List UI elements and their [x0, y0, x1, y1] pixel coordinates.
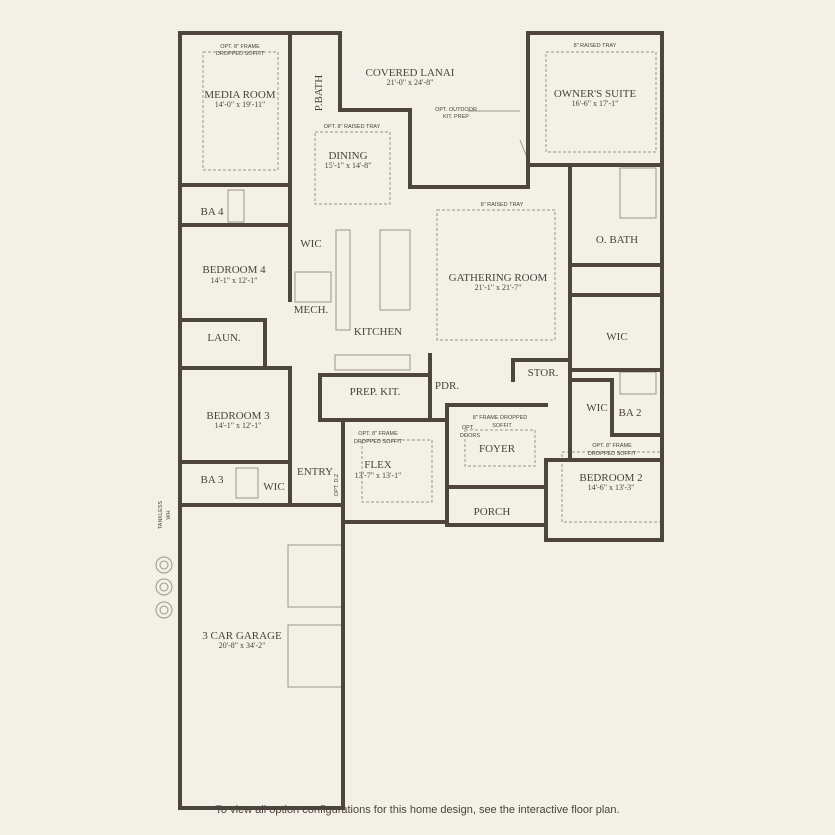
- flex-label: FLEX: [364, 459, 392, 471]
- bedroom2-note: DROPPED SOFFIT: [588, 451, 637, 457]
- lanai-note: KIT. PREP: [443, 114, 469, 120]
- garage-dim: 20'-8" x 34'-2": [219, 641, 266, 650]
- powder-label: PDR.: [435, 380, 459, 392]
- laundry-label: LAUN.: [207, 332, 241, 344]
- prep-kitchen-label: PREP. KIT.: [350, 386, 401, 398]
- foyer-opt: OPT.: [462, 425, 475, 431]
- ba4-label: BA 4: [201, 206, 224, 218]
- pbath-label: P.BATH: [313, 75, 325, 111]
- lanai-dim: 21'-0" x 24'-8": [387, 78, 434, 87]
- ba3-label: BA 3: [201, 474, 224, 486]
- flex-dim: 13'-7" x 13'-1": [355, 471, 402, 480]
- media-room-dim: 14'-0" x 19'-11": [215, 100, 265, 109]
- bedroom2-label: BEDROOM 2: [579, 472, 642, 484]
- wic3-label: WIC: [263, 481, 284, 493]
- bedroom3-label: BEDROOM 3: [206, 410, 270, 422]
- floor-plan-caption: To view all option configurations for th…: [215, 804, 620, 816]
- bedroom4-dim: 14'-1" x 12'-1": [211, 276, 258, 285]
- wic-label: WIC: [300, 238, 321, 250]
- obath-label: O. BATH: [596, 234, 638, 246]
- gathering-room-dim: 21'-1" x 21'-7": [475, 283, 522, 292]
- tankless-wh-label: WH: [166, 510, 172, 519]
- lanai-label: COVERED LANAI: [366, 67, 455, 79]
- ba2-label: BA 2: [619, 407, 642, 419]
- owner-suite-dim: 16'-6" x 17'-1": [572, 99, 619, 108]
- owner-suite-label: OWNER'S SUITE: [554, 88, 637, 100]
- garage-label: 3 CAR GARAGE: [202, 630, 282, 642]
- foyer-label: FOYER: [479, 443, 516, 455]
- fixtures-and-soffits: [155, 51, 663, 688]
- media-note: OPT. 8" FRAME: [220, 44, 260, 50]
- foyer-note: 8" FRAME DROPPED: [473, 415, 528, 421]
- media-room-label: MEDIA ROOM: [204, 89, 275, 101]
- kitchen-label: KITCHEN: [354, 326, 402, 338]
- bedroom2-dim: 14'-6" x 13'-3": [588, 483, 635, 492]
- lanai-note: OPT. OUTDOOR: [435, 107, 477, 113]
- dining-label: DINING: [328, 150, 367, 162]
- bedroom2-note: OPT. 8" FRAME: [592, 443, 632, 449]
- opt-dz-label: OPT. D.Z: [334, 473, 340, 496]
- gathering-room-label: GATHERING ROOM: [449, 272, 548, 284]
- walls: [178, 31, 664, 810]
- wic2-label: WIC: [586, 402, 607, 414]
- foyer-note: SOFFIT: [492, 423, 512, 429]
- owner-note: 8" RAISED TRAY: [574, 43, 617, 49]
- tankless-wh-label: TANKLESS: [158, 501, 164, 530]
- storage-label: STOR.: [528, 367, 559, 379]
- bedroom4-label: BEDROOM 4: [202, 264, 266, 276]
- dining-note: OPT. 8" RAISED TRAY: [324, 124, 381, 130]
- media-note: DROPPED SOFFIT: [216, 51, 265, 57]
- room-labels: OPT. 8" FRAME DROPPED SOFFIT MEDIA ROOM …: [158, 43, 643, 650]
- flex-note: DROPPED SOFFIT: [354, 439, 403, 445]
- porch-label: PORCH: [474, 506, 511, 518]
- gathering-note: 8" RAISED TRAY: [481, 202, 524, 208]
- flex-note: OPT. 8" FRAME: [358, 431, 398, 437]
- entry-label: ENTRY: [297, 466, 333, 478]
- owner-wic-label: WIC: [606, 331, 627, 343]
- mech-label: MECH.: [294, 304, 329, 316]
- foyer-opt: DOORS: [460, 433, 481, 439]
- dining-dim: 15'-1" x 14'-8": [325, 161, 372, 170]
- bedroom3-dim: 14'-1" x 12'-1": [215, 421, 262, 430]
